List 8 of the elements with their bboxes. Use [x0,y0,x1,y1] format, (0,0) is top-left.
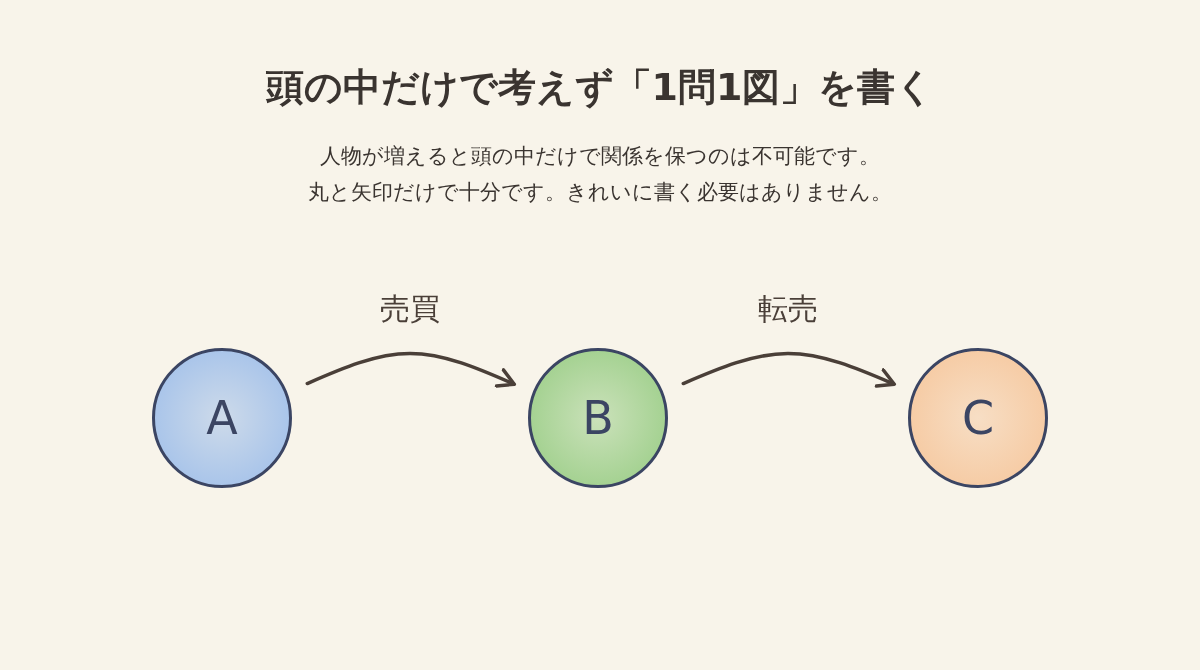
curved-arrow [681,351,897,388]
node-label: C [961,395,995,441]
node-label: A [206,395,238,441]
title: 頭の中だけで考えず「1問1図」を書く [265,65,935,109]
subtitle-text: 丸と矢印だけで十分です。きれいに書く必要はありません。 [308,180,892,204]
node-label: B [582,395,614,441]
subtitle-text: 人物が増えると頭の中だけで関係を保つのは不可能です。 [320,144,880,168]
curved-arrow [305,351,517,388]
